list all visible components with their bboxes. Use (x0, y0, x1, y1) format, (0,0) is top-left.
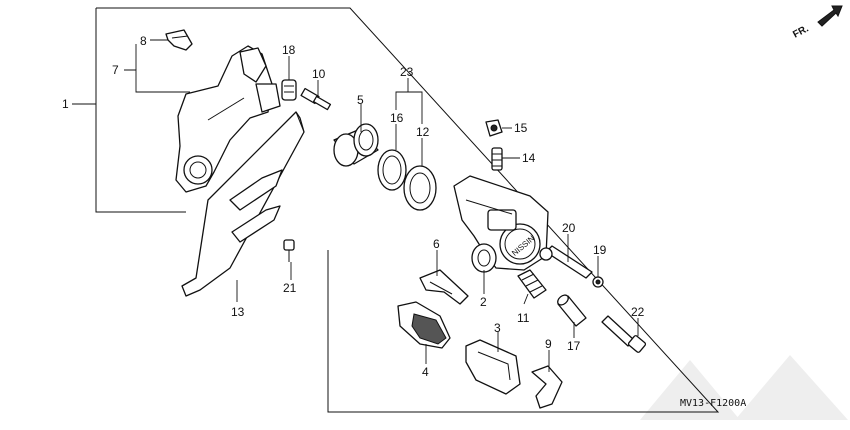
part-11-sleeve (517, 269, 547, 299)
callout-labels: 1 2 3 4 5 6 7 8 9 10 11 12 13 14 15 16 1… (62, 34, 645, 379)
callout-4: 4 (422, 365, 429, 379)
part-3-brake-pad (465, 339, 521, 395)
callout-19: 19 (593, 243, 607, 257)
part-15-bleeder-cap (485, 119, 503, 137)
callout-5: 5 (357, 93, 364, 107)
callout-23: 23 (400, 65, 414, 79)
front-direction-arrow: FR. (791, 5, 843, 41)
callout-6: 6 (433, 237, 440, 251)
part-4-brake-pad (397, 301, 451, 349)
part-22-bolt (601, 315, 647, 353)
callout-3: 3 (494, 321, 501, 335)
callout-13: 13 (231, 305, 245, 319)
callout-8: 8 (140, 34, 147, 48)
callout-9: 9 (545, 337, 552, 351)
part-18-bleeder-cap (281, 79, 297, 101)
callout-1: 1 (62, 97, 69, 111)
callout-7: 7 (112, 63, 119, 77)
watermark (640, 355, 848, 420)
callout-12: 12 (416, 125, 430, 139)
callout-10: 10 (312, 67, 326, 81)
part-10-pin-bolt (300, 87, 332, 111)
part-8-clip (165, 29, 193, 51)
leader-lines (72, 39, 639, 372)
callout-2: 2 (480, 295, 487, 309)
part-20-pin-bolt (539, 245, 593, 279)
part-6-pad-spring (419, 269, 469, 305)
part-13-splash-guard (181, 111, 305, 297)
callout-17: 17 (567, 339, 581, 353)
callout-14: 14 (522, 151, 536, 165)
part-12-dust-seal (403, 165, 437, 211)
assembly-frame (96, 7, 720, 413)
callout-18: 18 (282, 43, 296, 57)
part-9-pad-clip (531, 365, 563, 409)
part-2-caliper-body: NISSIN (453, 175, 549, 273)
part-19-cap (592, 276, 604, 288)
part-7-caliper-bracket (175, 45, 281, 193)
part-5-piston (333, 123, 379, 167)
callout-15: 15 (514, 121, 528, 135)
part-17-boot (557, 294, 587, 327)
callout-22: 22 (631, 305, 645, 319)
drawing-code: MV13-F1200A (680, 398, 746, 409)
callout-16: 16 (390, 111, 404, 125)
direction-label: FR. (791, 23, 811, 40)
part-21-bolt (283, 239, 295, 262)
part-14-bleeder-screw (491, 147, 503, 171)
callout-11: 11 (517, 311, 530, 325)
callout-21: 21 (283, 281, 297, 295)
part-16-piston-seal (377, 149, 407, 191)
callout-20: 20 (562, 221, 576, 235)
bracket-frame (95, 8, 186, 213)
